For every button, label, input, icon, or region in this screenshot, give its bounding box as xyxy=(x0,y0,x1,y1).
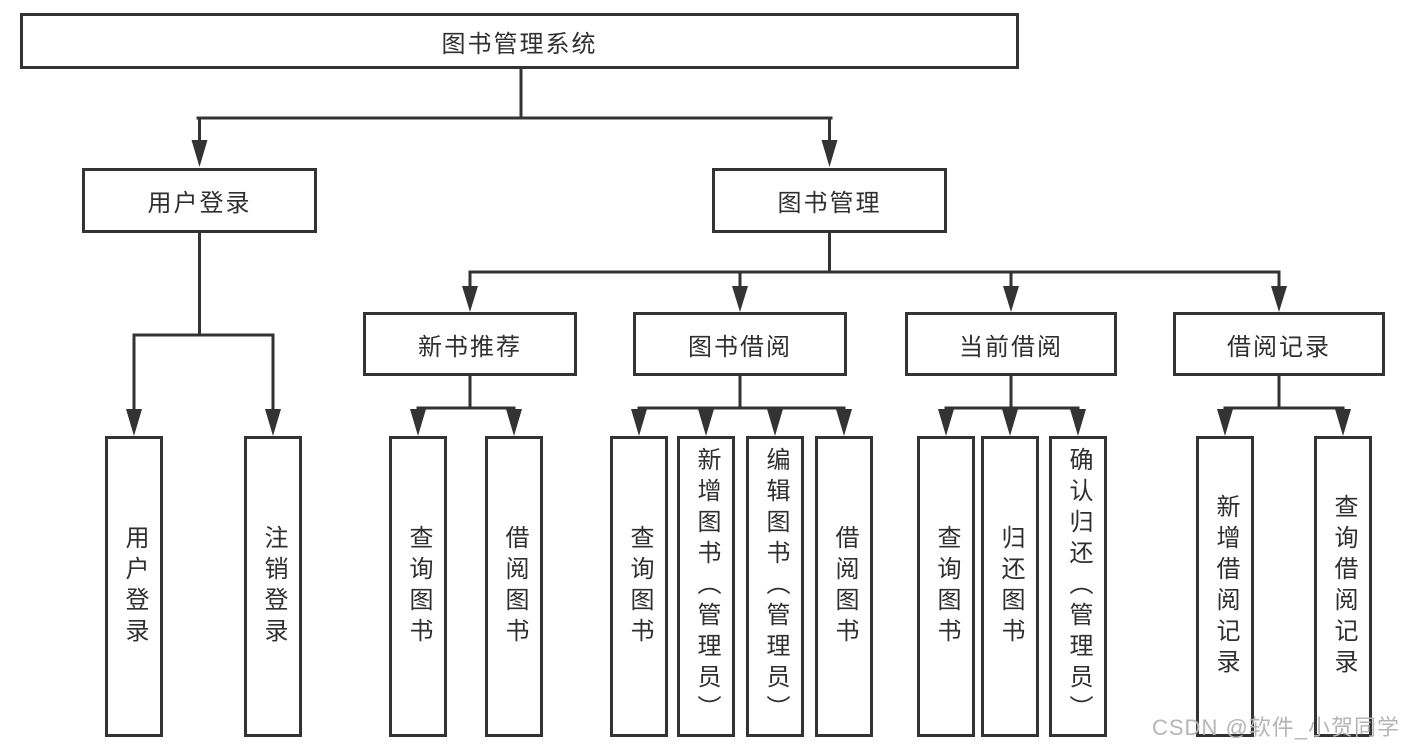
node-current-borrow-label: 当前借阅 xyxy=(959,333,1063,361)
node-new-book-rec-label: 新书推荐 xyxy=(418,333,522,361)
node-leaf-cb-return: 归还图书 xyxy=(981,436,1039,737)
node-leaf-nbr-borrow: 借阅图书 xyxy=(485,436,543,737)
node-leaf-nbr-query-label: 查询图书 xyxy=(405,524,432,649)
node-book-borrow: 图书借阅 xyxy=(633,312,847,376)
node-leaf-nbr-borrow-label: 借阅图书 xyxy=(501,524,528,649)
node-book-mgmt: 图书管理 xyxy=(712,168,947,233)
node-leaf-br-add-label: 新增借阅记录 xyxy=(1212,493,1239,680)
node-leaf-bb-borrow-label: 借阅图书 xyxy=(831,524,858,649)
csdn-watermark: CSDN @软件_小贺同学 xyxy=(1152,715,1401,740)
node-user-login: 用户登录 xyxy=(82,168,317,233)
node-leaf-cb-query-label: 查询图书 xyxy=(933,524,960,649)
connector-bookmgmt-to-level3 xyxy=(462,230,1287,312)
connector-newbookrec-to-leaves xyxy=(410,373,522,436)
node-leaf-cb-query: 查询图书 xyxy=(917,436,975,737)
node-leaf-bb-edit: 编辑图书（管理员） xyxy=(746,436,804,737)
node-leaf-bb-query-label: 查询图书 xyxy=(626,524,653,649)
node-leaf-bb-query: 查询图书 xyxy=(610,436,668,737)
node-leaf-bb-add-label: 新增图书（管理员） xyxy=(693,447,720,726)
node-leaf-bb-edit-label: 编辑图书（管理员） xyxy=(762,447,789,726)
node-leaf-nbr-query: 查询图书 xyxy=(389,436,447,737)
node-leaf-logout-label: 注销登录 xyxy=(260,524,287,649)
node-borrow-records: 借阅记录 xyxy=(1173,312,1385,376)
node-leaf-br-add: 新增借阅记录 xyxy=(1196,436,1254,737)
node-book-borrow-label: 图书借阅 xyxy=(688,333,792,361)
connector-root-to-level2 xyxy=(191,65,838,167)
node-borrow-records-label: 借阅记录 xyxy=(1227,333,1331,361)
node-current-borrow: 当前借阅 xyxy=(905,312,1117,376)
node-leaf-cb-confirm-label: 确认归还（管理员） xyxy=(1065,447,1092,726)
connector-currentborrow-to-leaves xyxy=(938,373,1086,436)
node-new-book-rec: 新书推荐 xyxy=(363,312,577,376)
node-leaf-bb-borrow: 借阅图书 xyxy=(815,436,873,737)
node-leaf-cb-confirm: 确认归还（管理员） xyxy=(1049,436,1107,737)
connector-bookborrow-to-leaves xyxy=(631,373,852,436)
connector-borrowrecords-to-leaves xyxy=(1217,373,1351,436)
node-root: 图书管理系统 xyxy=(20,13,1019,69)
node-leaf-br-query-label: 查询借阅记录 xyxy=(1330,493,1357,680)
connector-userlogin-to-leaves xyxy=(126,230,281,436)
node-leaf-user-login-label: 用户登录 xyxy=(121,524,148,649)
node-leaf-logout: 注销登录 xyxy=(244,436,302,737)
node-leaf-user-login: 用户登录 xyxy=(105,436,163,737)
node-root-label: 图书管理系统 xyxy=(441,30,598,58)
node-book-mgmt-label: 图书管理 xyxy=(777,190,882,217)
node-leaf-br-query: 查询借阅记录 xyxy=(1314,436,1372,737)
node-leaf-bb-add: 新增图书（管理员） xyxy=(677,436,735,737)
node-leaf-cb-return-label: 归还图书 xyxy=(997,524,1024,649)
node-user-login-label: 用户登录 xyxy=(147,190,252,217)
